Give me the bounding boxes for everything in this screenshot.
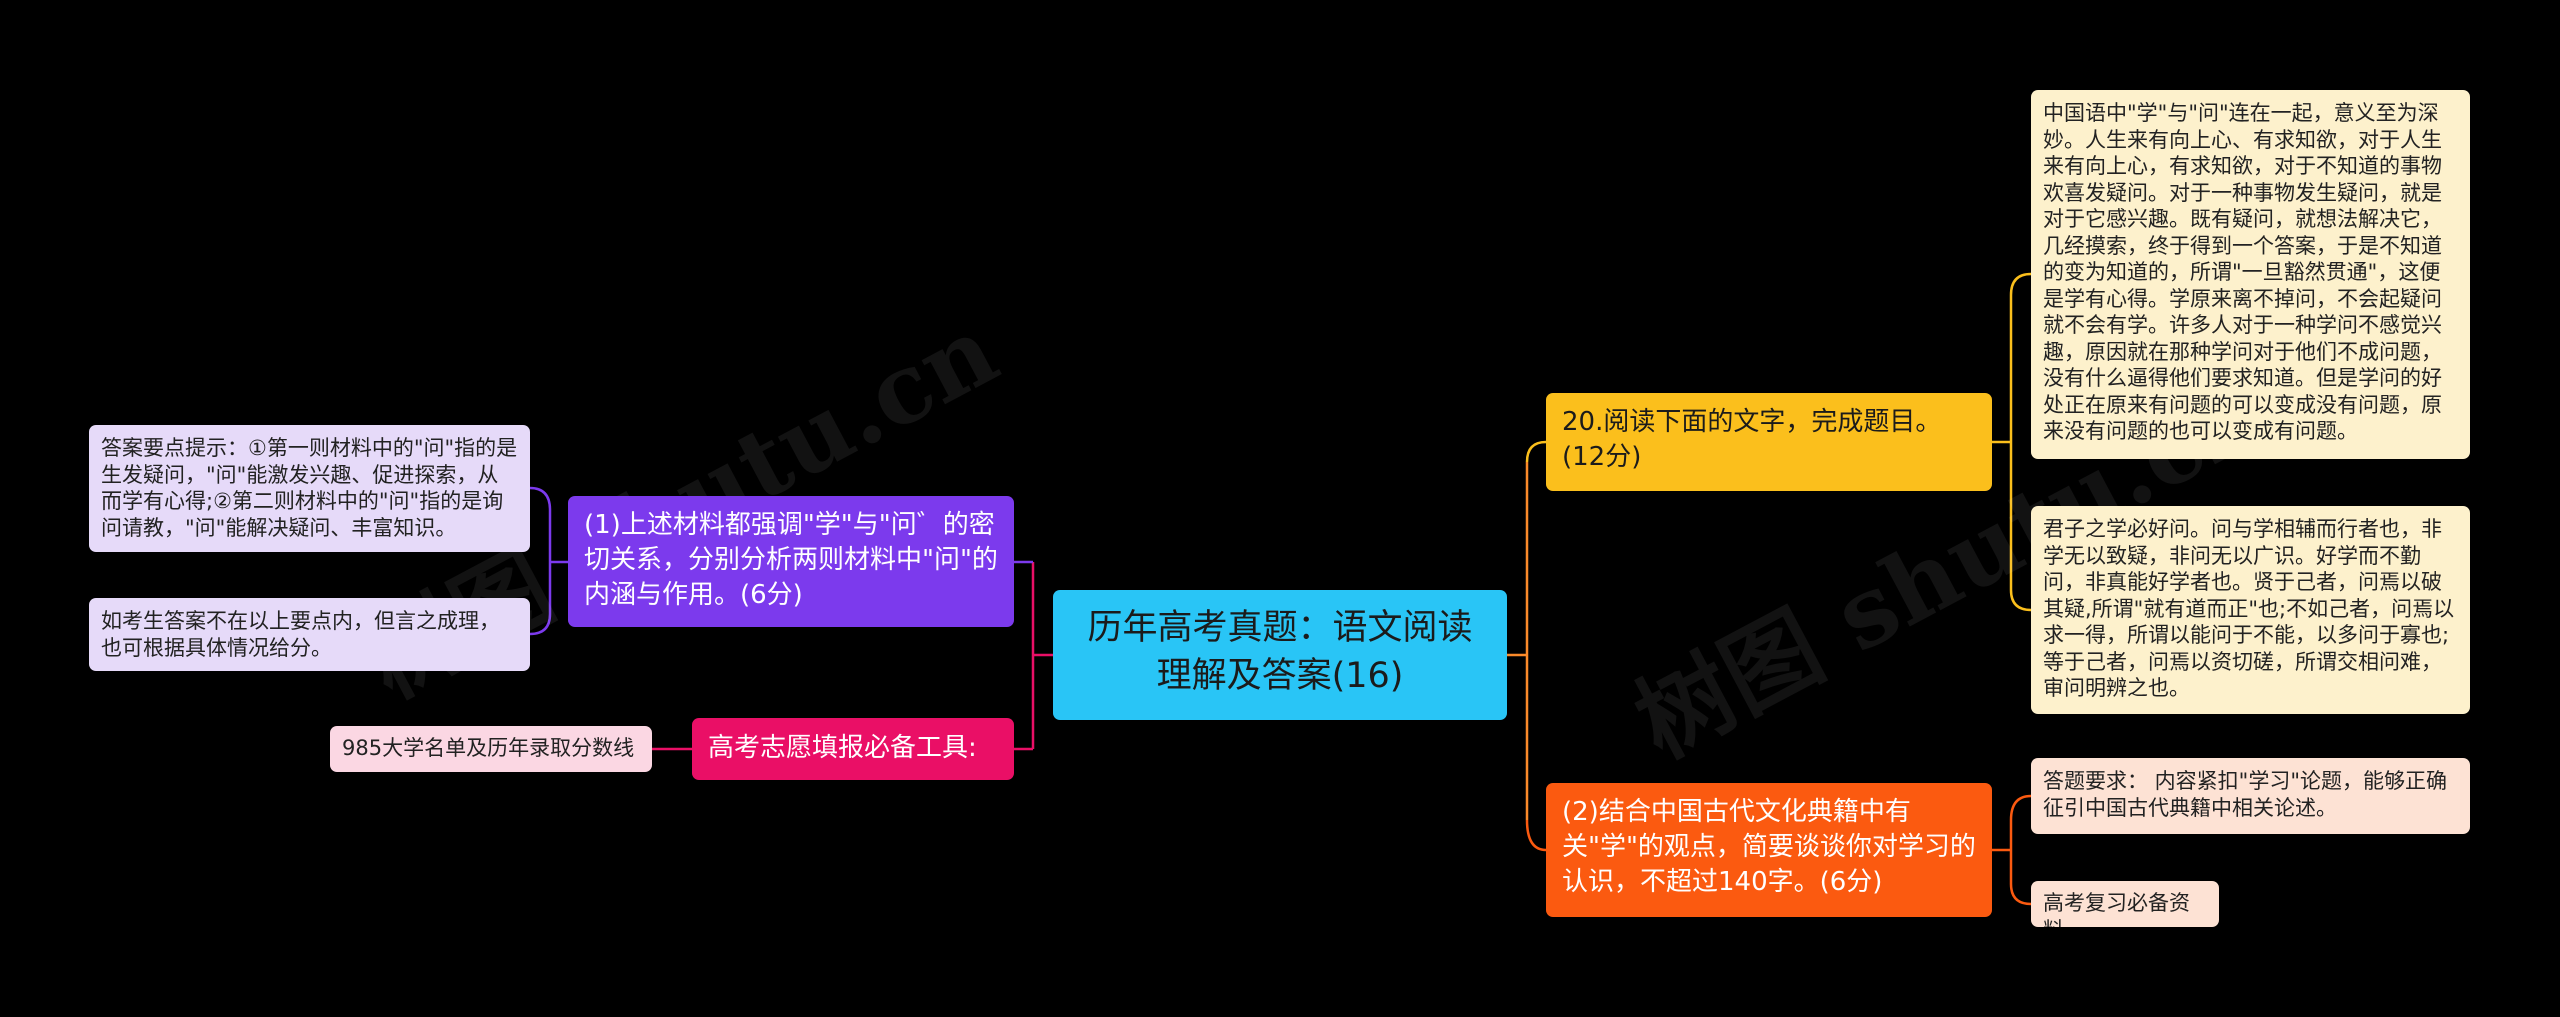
link-q2-children (1992, 794, 2032, 906)
leaf-passage-1[interactable]: 中国语中"学"与"问"连在一起，意义至为深妙。人生来有向上心、有求知欲，对于人生… (2031, 90, 2470, 459)
link-q20-children (1992, 272, 2032, 612)
branch-question-1[interactable]: (1)上述材料都强调"学"与"问゛的密切关系，分别分析两则材料中"问"的内涵与作… (568, 496, 1014, 627)
link-q1-children (529, 486, 568, 636)
branch-question-20[interactable]: 20.阅读下面的文字，完成题目。(12分) (1546, 393, 1992, 491)
branch-question-2[interactable]: (2)结合中国古代文化典籍中有关"学"的观点，简要谈谈你对学习的认识，不超过14… (1546, 783, 1992, 917)
leaf-985-list[interactable]: 985大学名单及历年录取分数线 (330, 726, 652, 772)
root-node[interactable]: 历年高考真题：语文阅读理解及答案(16) (1053, 590, 1507, 720)
leaf-answer-requirements[interactable]: 答题要求： 内容紧扣"学习"论题，能够正确征引中国古代典籍中相关论述。 (2031, 758, 2470, 834)
leaf-passage-2[interactable]: 君子之学必好问。问与学相辅而行者也，非学无以致疑，非问无以广识。好学而不勤问，非… (2031, 506, 2470, 714)
link-root-q2 (1525, 819, 1547, 852)
leaf-grading-note[interactable]: 如考生答案不在以上要点内，但言之成理，也可根据具体情况给分。 (89, 598, 530, 671)
link-root-left-trunk (1031, 562, 1053, 749)
leaf-review-materials[interactable]: 高考复习必备资料 (2031, 881, 2219, 927)
leaf-answer-points[interactable]: 答案要点提示：①第一则材料中的"问"指的是生发疑问，"问"能激发兴趣、促进探索，… (89, 425, 530, 552)
link-root-right-trunk (1507, 462, 1529, 820)
link-root-q20 (1525, 440, 1547, 463)
branch-tools[interactable]: 高考志愿填报必备工具: (692, 718, 1014, 780)
